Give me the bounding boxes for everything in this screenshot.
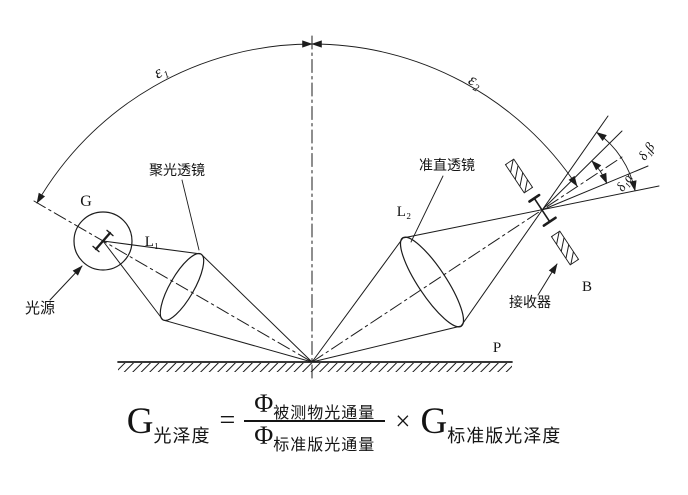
- formula-denominator-phi: Φ: [254, 421, 274, 450]
- formula-rhs-subscript: 标准版光泽度: [447, 425, 562, 446]
- formula-numerator-phi: Φ: [254, 389, 274, 418]
- delta-beta-label: δ₁β: [635, 140, 658, 163]
- formula-lhs-term: G光泽度: [126, 400, 211, 446]
- light-source-circle: [73, 211, 133, 271]
- formula-equals-sign: =: [219, 405, 236, 436]
- collimator-lens-label: 准直透镜: [419, 157, 475, 173]
- receiver-plate: [550, 230, 580, 266]
- formula-numerator-subscript: 被测物光通量: [273, 405, 376, 422]
- reflected-ray-lower: [311, 115, 609, 363]
- reflected-ray-upper: [311, 185, 660, 363]
- formula-lhs-base: G: [126, 400, 154, 442]
- condenser-letter-label: L₁: [145, 234, 159, 250]
- aperture-plate-upper: [504, 158, 534, 194]
- incident-axis-line: [33, 200, 313, 363]
- source-leader-arrow: [49, 265, 83, 301]
- collimator-lens-shape: [399, 236, 465, 328]
- source-letter-label: G: [80, 193, 92, 210]
- sample-plane-hatch: [118, 363, 512, 372]
- epsilon2-label: ε₂: [466, 70, 486, 93]
- condenser-leader-line: [181, 179, 200, 251]
- delta-beta-arc: [596, 131, 637, 192]
- receiver-leader-arrow: [537, 263, 558, 296]
- epsilon1-arc: [36, 40, 313, 204]
- receiver-letter-label: B: [582, 279, 592, 295]
- collimator-letter-label: L₂: [397, 204, 411, 220]
- formula-denominator-subscript: 标准版光通量: [273, 437, 376, 454]
- incident-ray-lower: [102, 240, 313, 363]
- formula-rhs-term: G标准版光泽度: [420, 400, 562, 446]
- source-label: 光源: [25, 300, 55, 317]
- condenser-lens-label: 聚光透镜: [149, 162, 205, 178]
- formula-rhs-base: G: [420, 400, 448, 442]
- receiver-label: 接收器: [509, 294, 551, 310]
- field-stop-symbol: [528, 193, 557, 227]
- plane-letter-label: P: [493, 340, 501, 356]
- delta-alpha-label: δ₁α: [613, 170, 636, 194]
- formula-multiply-sign: ×: [395, 405, 411, 436]
- formula-lhs-subscript: 光泽度: [153, 425, 211, 446]
- incident-ray-upper: [102, 240, 313, 363]
- collimator-leader-line: [410, 175, 444, 243]
- reflected-axis-line: [311, 156, 623, 363]
- fan-ray-inner-upper: [541, 130, 623, 211]
- epsilon2-arc: [311, 40, 578, 187]
- delta-alpha-arc: [591, 160, 608, 184]
